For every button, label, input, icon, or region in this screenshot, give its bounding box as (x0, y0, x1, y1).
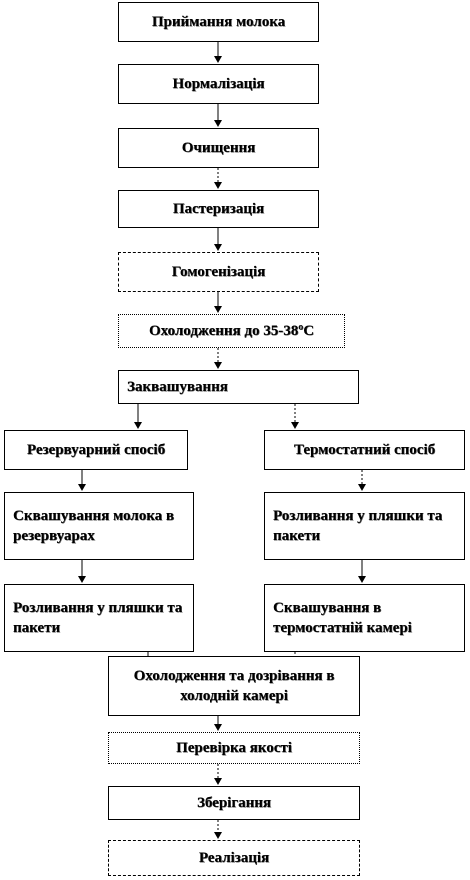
step-bottling-left: Розливання у пляшки та пакети (4, 584, 194, 652)
step-normalization: Нормалізація (118, 64, 319, 104)
step-receiving: Приймання молока (118, 2, 319, 42)
step-cooling: Охолодження до 35-38ºС (118, 314, 345, 348)
step-cleaning: Очищення (118, 128, 319, 168)
step-storage: Зберігання (108, 786, 360, 820)
step-souring-in-chamber: Сквашування в термостатній камері (264, 584, 465, 652)
step-homogenization: Гомогенізація (118, 252, 319, 292)
step-cooling-ripening: Охолодження та дозрівання в холодній кам… (108, 656, 360, 716)
step-bottling-right: Розливання у пляшки та пакети (264, 492, 465, 560)
step-pasteurization: Пастеризація (118, 190, 319, 228)
step-fermentation: Заквашування (118, 370, 359, 404)
step-sale: Реалізація (108, 840, 360, 876)
step-tank-method: Резервуарний спосіб (4, 430, 188, 470)
step-souring-in-tanks: Сквашування молока в резервуарах (4, 492, 194, 560)
step-quality-check: Перевірка якості (108, 732, 360, 764)
step-thermostat-method: Термостатний спосіб (264, 430, 465, 470)
